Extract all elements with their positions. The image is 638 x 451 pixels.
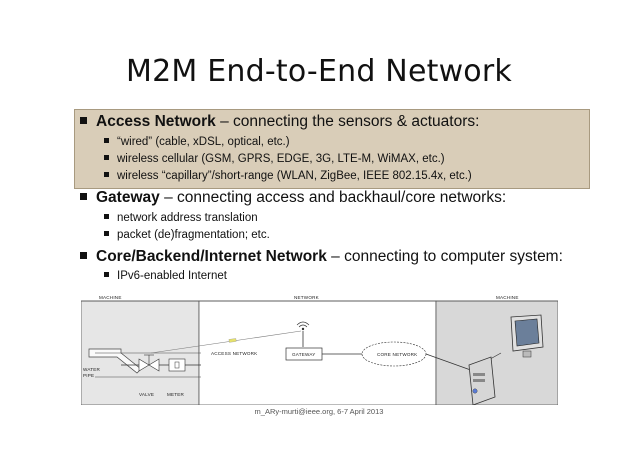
bullet-square-icon (104, 214, 109, 219)
label-gateway: GATEWAY (292, 352, 316, 357)
gateway-item: network address translation (104, 212, 258, 224)
access-network-heading: Access Network (96, 113, 216, 130)
label-machine-left: MACHINE (99, 295, 122, 300)
bullet-square-icon (80, 193, 87, 200)
link-marker (228, 338, 237, 343)
bullet-square-icon (104, 172, 109, 177)
bullet-square-icon (80, 252, 87, 259)
core-desc: – connecting to computer system: (326, 248, 563, 265)
label-valve: VALVE (139, 392, 155, 397)
core-heading: Core/Backend/Internet Network (96, 248, 327, 265)
gateway-heading: Gateway (96, 189, 160, 206)
diagram-svg (80, 300, 559, 406)
access-item: “wired” (cable, xDSL, optical, etc.) (104, 136, 290, 148)
m2m-network-diagram: MACHINE NETWORK MACHINE WATER PIPE VALVE… (80, 293, 559, 406)
core-bullet: Core/Backend/Internet Network – connecti… (80, 248, 563, 266)
bullet-square-icon (104, 231, 109, 236)
label-water-pipe: WATER PIPE (83, 367, 101, 378)
bullet-square-icon (104, 138, 109, 143)
slide-title: M2M End-to-End Network (126, 54, 512, 89)
access-network-highlight (74, 109, 590, 189)
gateway-item: packet (de)fragmentation; etc. (104, 229, 270, 241)
bullet-square-icon (104, 272, 109, 277)
label-machine-right: MACHINE (496, 295, 519, 300)
access-network-bullet: Access Network – connecting the sensors … (80, 113, 479, 131)
gateway-bullet: Gateway – connecting access and backhaul… (80, 189, 506, 207)
access-item: wireless “capillary”/short-range (WLAN, … (104, 170, 472, 182)
core-item: IPv6-enabled Internet (104, 270, 227, 282)
slide-footer: m_ARy-murti@ieee.org, 6-7 April 2013 (254, 407, 384, 416)
access-item: wireless cellular (GSM, GPRS, EDGE, 3G, … (104, 153, 445, 165)
label-network: NETWORK (294, 295, 319, 300)
wireless-link (150, 330, 302, 354)
access-network-desc: – connecting the sensors & actuators: (215, 113, 480, 130)
label-meter: METER (167, 392, 185, 397)
gateway-desc: – connecting access and backhaul/core ne… (159, 189, 507, 206)
label-access-network: ACCESS NETWORK (211, 351, 258, 356)
label-core-network: CORE NETWORK (377, 352, 418, 357)
bullet-square-icon (80, 117, 87, 124)
bullet-square-icon (104, 155, 109, 160)
